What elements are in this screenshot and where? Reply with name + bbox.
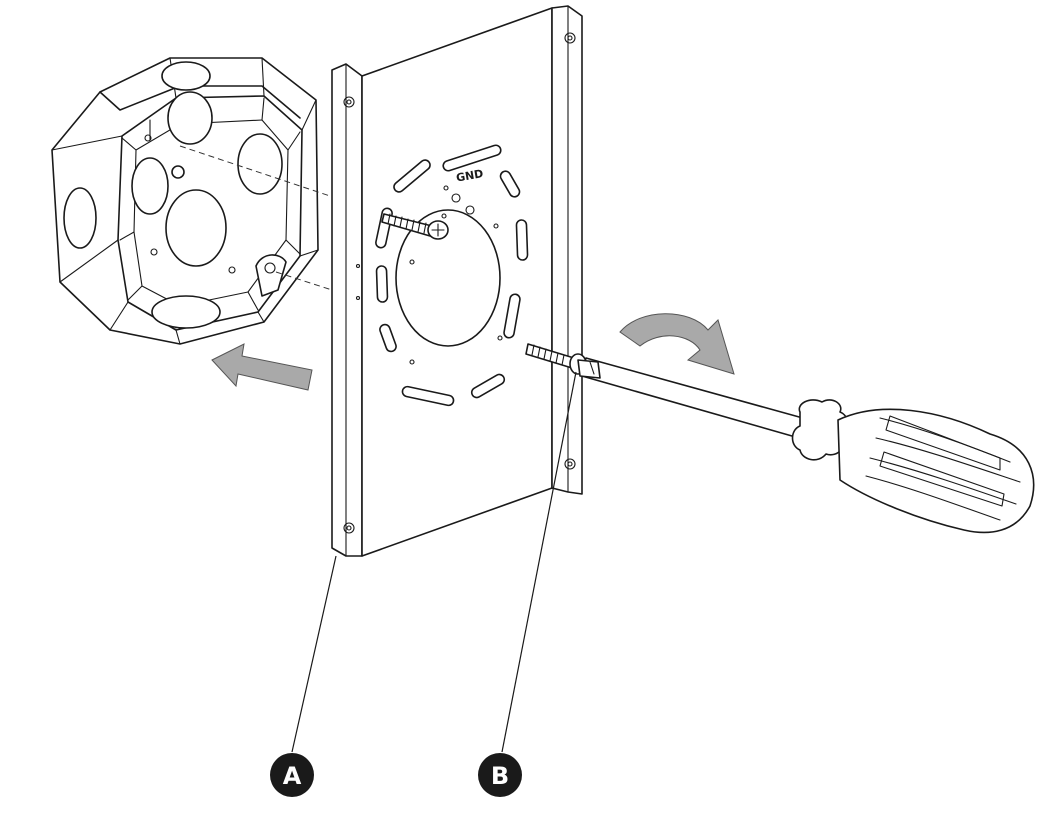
alignment-line-top bbox=[179, 145, 331, 197]
octagon-junction-box bbox=[51, 57, 319, 345]
arrow-left-icon bbox=[211, 343, 313, 391]
callout-a-label: A bbox=[283, 762, 302, 790]
callout-b: B bbox=[478, 753, 522, 797]
gnd-label: GND bbox=[455, 167, 484, 185]
leader-line-b bbox=[501, 371, 577, 753]
callout-b-label: B bbox=[491, 762, 509, 790]
mounting-screw-upper bbox=[381, 213, 449, 240]
mounting-bracket bbox=[331, 5, 583, 557]
leader-line-a bbox=[291, 555, 337, 753]
screwdriver bbox=[577, 357, 1035, 534]
rotate-clockwise-icon bbox=[619, 313, 735, 375]
callout-a: A bbox=[270, 753, 314, 797]
